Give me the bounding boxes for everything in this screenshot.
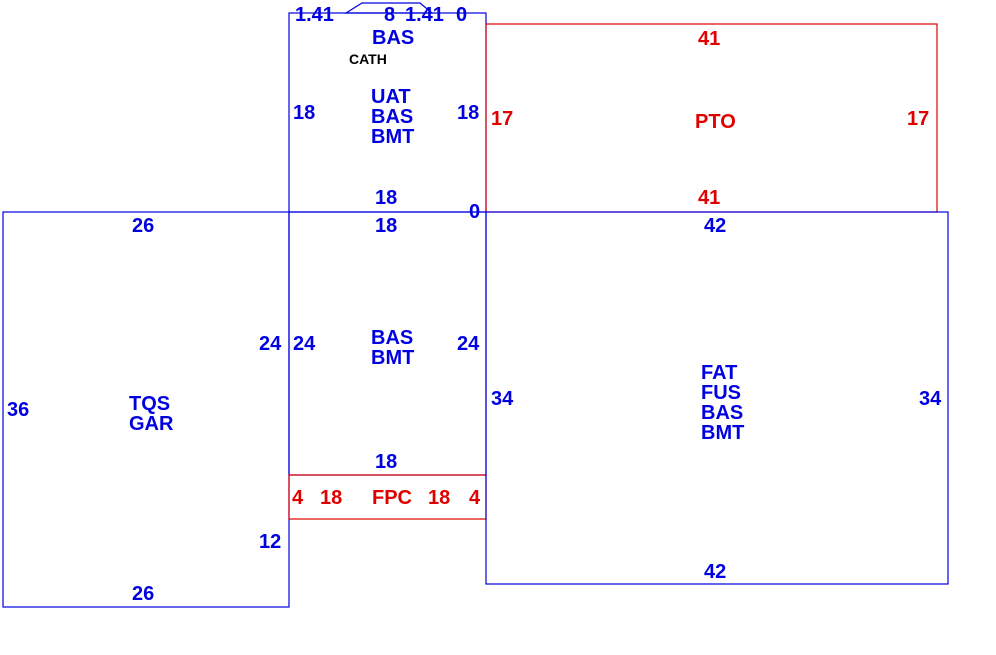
- area-label: UAT: [371, 86, 411, 108]
- dim: 41: [698, 187, 720, 209]
- area-label: BAS: [701, 402, 743, 424]
- bay-dim-extra: 0: [456, 4, 467, 26]
- dim: 18: [375, 187, 397, 209]
- dim: 18: [457, 102, 479, 124]
- dim: 17: [491, 108, 513, 130]
- fpc-dim-top: 18: [320, 487, 342, 509]
- dim: 41: [698, 28, 720, 50]
- dim: 36: [7, 399, 29, 421]
- area-label: TQS: [129, 393, 170, 415]
- dim: 42: [704, 215, 726, 237]
- dim: 18: [293, 102, 315, 124]
- dim: 24: [457, 333, 480, 355]
- area-label: BMT: [701, 422, 744, 444]
- area-main[interactable]: [485, 211, 949, 585]
- dim: 26: [132, 583, 154, 605]
- dim: 42: [704, 561, 726, 583]
- area-label: BAS: [372, 27, 414, 49]
- area-label: GAR: [129, 413, 174, 435]
- fpc-dim-bottom: 18: [428, 487, 450, 509]
- area-label: FAT: [701, 362, 737, 384]
- bay-dim-left: 1.41: [295, 4, 334, 26]
- area-label: BMT: [371, 347, 414, 369]
- area-label: BAS: [371, 106, 413, 128]
- dim: 0: [469, 201, 480, 223]
- dim: 4: [469, 487, 481, 509]
- bay-dim-mid: 8: [384, 4, 395, 26]
- area-label: FUS: [701, 382, 741, 404]
- dim: 18: [375, 215, 397, 237]
- dim: 34: [491, 388, 514, 410]
- area-label: PTO: [695, 111, 736, 133]
- dim: 26: [132, 215, 154, 237]
- dim: 18: [375, 451, 397, 473]
- dim: 17: [907, 108, 929, 130]
- dim: 24: [293, 333, 316, 355]
- area-label: BMT: [371, 126, 414, 148]
- note: CATH: [349, 51, 387, 67]
- area-label: BAS: [371, 327, 413, 349]
- area-label: FPC: [372, 487, 412, 509]
- dim: 12: [259, 531, 281, 553]
- dim: 24: [259, 333, 282, 355]
- dim: 4: [292, 487, 304, 509]
- bay-dim-right: 1.41: [405, 4, 444, 26]
- dim: 34: [919, 388, 942, 410]
